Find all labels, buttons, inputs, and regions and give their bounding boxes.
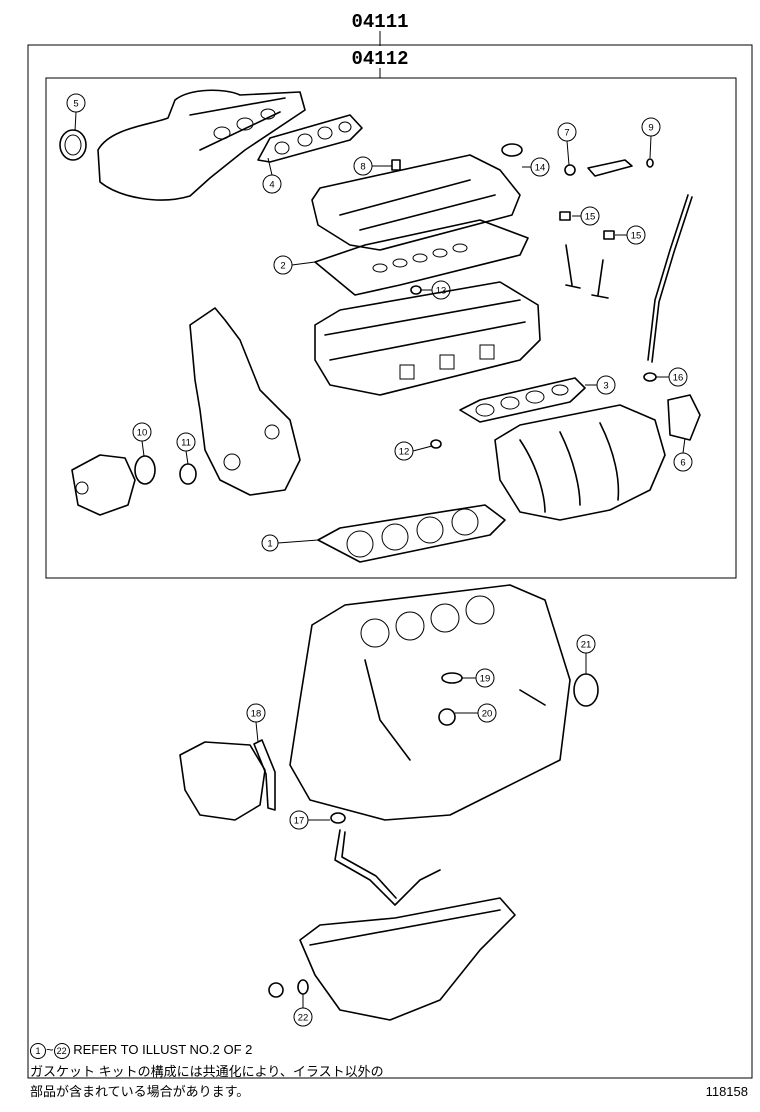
callout-number: 2 (280, 261, 285, 272)
illustration-id: 118158 (705, 1084, 748, 1099)
oil-pump-drawing (179, 739, 276, 821)
range-start-circle: 1 (30, 1042, 46, 1059)
callout-13: 13 (410, 280, 451, 300)
callout-21: 21 (576, 634, 596, 674)
footer-reference-note: 1~22 REFER TO ILLUST NO.2 OF 2 (30, 1042, 252, 1059)
callout-number: 15 (585, 212, 596, 223)
callout-6: 6 (673, 437, 693, 472)
callout-number: 9 (648, 123, 653, 134)
callout-number: 22 (298, 1013, 309, 1024)
reference-text: REFER TO ILLUST NO.2 OF 2 (73, 1042, 253, 1057)
callout-2: 2 (273, 255, 316, 275)
callout-14: 14 (522, 157, 550, 177)
range-end-circle: 22 (53, 1042, 70, 1059)
callout-3: 3 (585, 375, 616, 395)
callout-number: 6 (680, 458, 685, 469)
oil-pan-drawing (299, 897, 516, 1021)
callout-number: 20 (482, 709, 493, 720)
dipstick-guide-gasket-drawing (441, 672, 463, 684)
dipstick-drawing (647, 194, 693, 363)
callout-number: 19 (480, 674, 491, 685)
callout-number: 1 (267, 539, 272, 550)
japanese-note-line2: 部品が含まれている場合があります。 (30, 1084, 250, 1099)
callout-17: 17 (289, 810, 346, 830)
intake-manifold-drawing (494, 404, 666, 521)
callout-12: 12 (394, 439, 442, 461)
oil-strainer-drawing (334, 829, 441, 906)
cylinder-head-gasket-drawing (317, 504, 506, 563)
callout-9: 9 (641, 117, 661, 168)
callout-5: 5 (66, 93, 86, 132)
outer-kit-frame (27, 44, 753, 1079)
callout-number: 16 (673, 373, 684, 384)
valves-drawing (565, 244, 609, 299)
intake-manifold-gasket-drawing (459, 377, 586, 423)
callout-number: 10 (137, 428, 148, 439)
callout-number: 17 (294, 816, 305, 827)
callout-number: 21 (581, 640, 592, 651)
water-pump-o-ring-drawing (134, 455, 156, 485)
range-separator: ~ (46, 1042, 54, 1057)
callout-15a: 15 (559, 206, 600, 226)
injector-drawing (587, 159, 633, 177)
drain-plug-drawing (268, 982, 284, 998)
water-pump-drawing (71, 454, 136, 516)
callout-8: 8 (353, 156, 401, 176)
throttle-body-gasket-drawing (667, 394, 701, 441)
callout-number: 13 (436, 286, 447, 297)
callout-10: 10 (132, 422, 152, 457)
head-cover-gasket-drawing (314, 219, 529, 296)
callout-number: 12 (399, 447, 410, 458)
callout-1: 1 (261, 534, 319, 552)
callout-number: 15 (631, 231, 642, 242)
oil-seal-20-drawing (438, 708, 456, 726)
callout-4: 4 (262, 157, 282, 194)
callout-7: 7 (557, 122, 577, 176)
callout-number: 5 (73, 99, 78, 110)
japanese-note-line1: ガスケット キットの構成には共通化により、イラスト以外の (30, 1064, 384, 1079)
oil-seal-11-drawing (179, 463, 197, 485)
callout-15b: 15 (603, 225, 646, 245)
callout-22: 22 (293, 994, 313, 1027)
callout-number: 14 (535, 163, 546, 174)
filler-cap-drawing (501, 143, 523, 157)
callout-number: 7 (564, 128, 569, 139)
callout-number: 4 (269, 180, 274, 191)
callout-number: 3 (603, 381, 608, 392)
cylinder-block-drawing (289, 584, 571, 821)
drain-plug-gasket-drawing (297, 979, 309, 995)
callout-number: 11 (181, 438, 191, 449)
head-cover-drawing (311, 154, 521, 251)
inner-kit-frame (45, 77, 737, 579)
cylinder-head-drawing (314, 281, 541, 396)
rear-oil-seal-drawing (573, 673, 599, 707)
callout-20: 20 (455, 703, 497, 723)
callout-11: 11 (176, 432, 196, 465)
timing-cover-drawing (189, 307, 301, 496)
exhaust-manifold-gasket-drawing (257, 114, 363, 163)
kit-code-outer: 04111 (351, 11, 408, 33)
callout-number: 8 (360, 162, 365, 173)
callout-16: 16 (643, 367, 688, 387)
callout-18: 18 (246, 703, 266, 743)
exhaust-pipe-gasket-drawing (59, 129, 87, 161)
callout-number: 18 (251, 709, 262, 720)
callout-19: 19 (462, 668, 495, 688)
spark-plug-tube-gaskets (372, 243, 468, 273)
exhaust-manifold-drawing (97, 89, 306, 201)
kit-code-inner: 04112 (351, 48, 408, 70)
